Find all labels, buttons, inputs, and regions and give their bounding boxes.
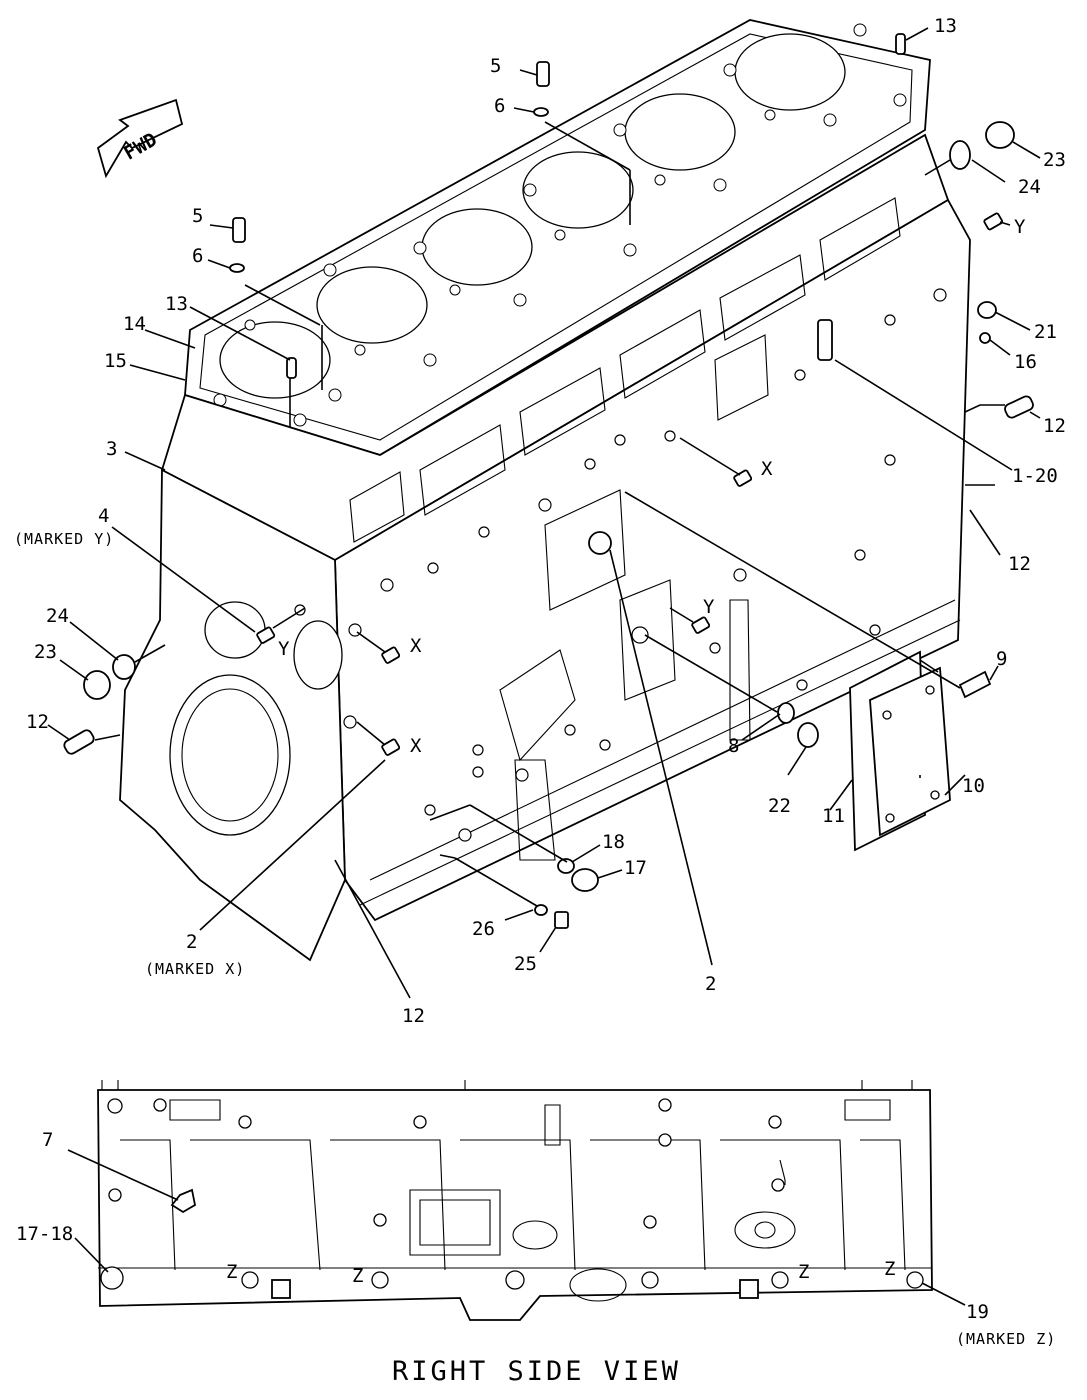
callout-label: 17 [624, 857, 647, 879]
z-mark: Z [352, 1265, 363, 1287]
head-gasket [184, 19, 931, 456]
callout-label: 24 [1018, 176, 1041, 198]
note-marked-y: (MARKED Y) [14, 530, 114, 548]
note-marked-z: (MARKED Z) [956, 1330, 1056, 1348]
z-mark: Z [226, 1261, 237, 1283]
callout-label: 21 [1034, 321, 1057, 343]
callouts: 13 5 6 23 24 Y 5 6 14 13 15 21 16 12 3 1… [14, 15, 1066, 1027]
callout-label: 19 [966, 1301, 989, 1323]
callout-label: 14 [123, 313, 146, 335]
callout-label: 5 [192, 205, 203, 227]
callout-label: 13 [934, 15, 957, 37]
callout-label: 6 [192, 245, 203, 267]
callout-label: 22 [768, 795, 791, 817]
right-side-view: 7 17-18 19 (MARKED Z) Z Z Z Z Z RIGHT SI… [16, 1080, 1056, 1387]
callout-label: 15 [104, 350, 127, 372]
callout-label: Y [703, 596, 715, 618]
callout-label: 12 [26, 711, 49, 733]
callout-label: 17-18 [16, 1223, 73, 1245]
callout-label: 6 [494, 95, 505, 117]
callout-label: 23 [34, 641, 57, 663]
callout-label: 4 [98, 505, 109, 527]
callout-label: 18 [602, 831, 625, 853]
callout-label: 24 [46, 605, 69, 627]
callout-label: 12 [1008, 553, 1031, 575]
callout-label: X [410, 635, 422, 657]
callout-label: 23 [1043, 149, 1066, 171]
callout-label: 2 [186, 931, 197, 953]
callout-label: X [761, 458, 773, 480]
callout-label: 12 [402, 1005, 425, 1027]
callout-label: 2 [705, 973, 716, 995]
callout-label: 11 [822, 805, 845, 827]
fwd-arrow-icon: FWD [96, 98, 184, 179]
callout-label: 26 [472, 918, 495, 940]
callout-label: 5 [490, 55, 501, 77]
leader-lines [47, 27, 1041, 999]
part-glyphs [63, 33, 1034, 929]
callout-label: 7 [42, 1129, 53, 1151]
callout-label: 16 [1014, 351, 1037, 373]
callout-label: X [410, 735, 422, 757]
view-title: RIGHT SIDE VIEW [392, 1356, 681, 1387]
callout-label: 13 [165, 293, 188, 315]
callout-label: Y [1014, 216, 1026, 238]
callout-label: 3 [106, 438, 117, 460]
cylinder-block [119, 133, 971, 962]
callout-label: 1-20 [1012, 465, 1058, 487]
z-mark: Z [798, 1261, 809, 1283]
note-marked-x: (MARKED X) [145, 960, 245, 978]
callout-label: 9 [996, 648, 1007, 670]
callout-label: 10 [962, 775, 985, 797]
callout-label: 12 [1043, 415, 1066, 437]
callout-label: 25 [514, 953, 537, 975]
z-mark: Z [884, 1258, 895, 1280]
callout-label: Y [278, 638, 290, 660]
callout-label: 8 [728, 735, 739, 757]
